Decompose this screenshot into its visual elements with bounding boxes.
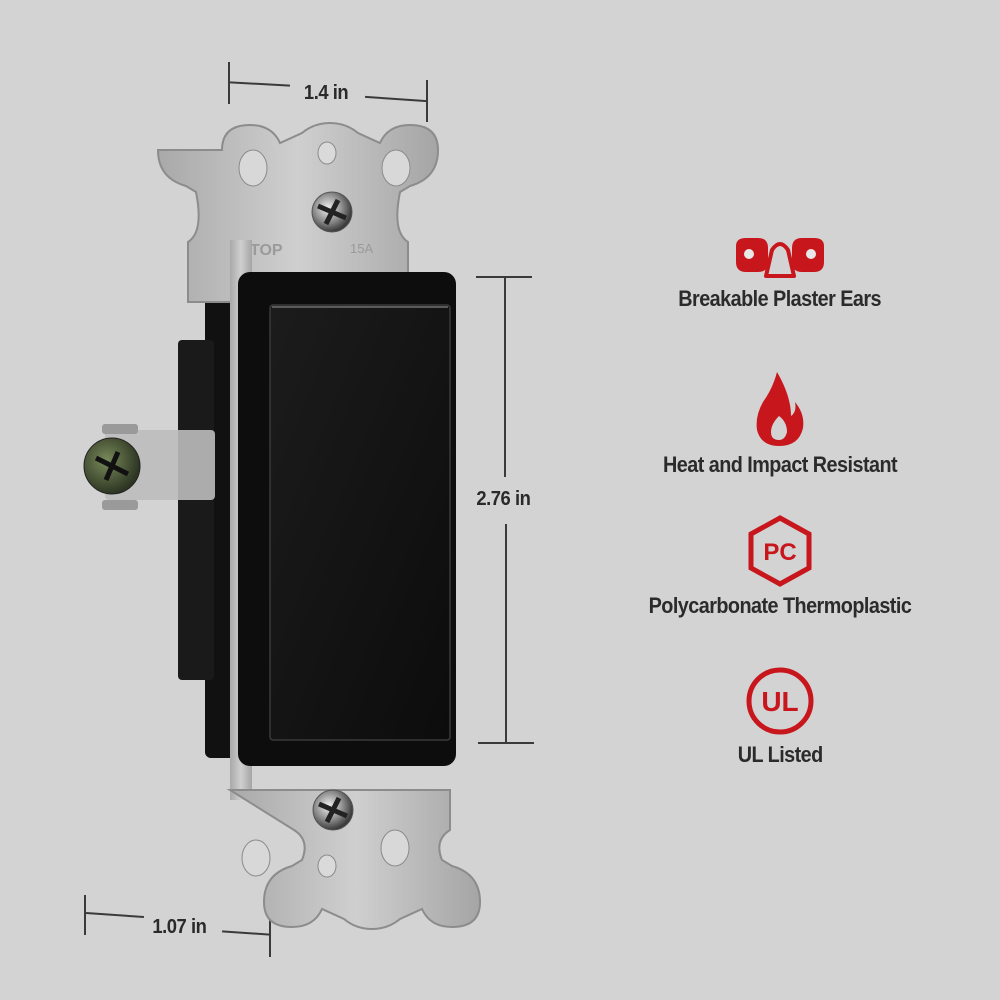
svg-text:UL: UL [761, 686, 798, 717]
svg-text:15A: 15A [350, 241, 373, 256]
height-label: 2.76 in [472, 488, 535, 511]
feature-label: Polycarbonate Thermoplastic [648, 593, 912, 618]
svg-text:TOP: TOP [250, 242, 283, 259]
bottom-mounting-strap [226, 789, 482, 931]
terminal-screw [83, 424, 215, 510]
dim-tick-right [426, 80, 428, 122]
feature-label: Heat and Impact Resistant [662, 452, 898, 477]
dim-line [504, 277, 506, 477]
feature-label: UL Listed [737, 742, 824, 767]
feature-label: Breakable Plaster Ears [678, 286, 882, 311]
ul-circle-icon: UL [746, 667, 814, 735]
width-label: 1.4 in [300, 82, 352, 105]
dim-tick-left [84, 895, 86, 935]
switch-illustration: TOP 15A [83, 121, 482, 931]
feature-heat-resistant: Heat and Impact Resistant [620, 370, 940, 478]
dim-line [505, 524, 507, 743]
dim-tick-bottom [478, 742, 534, 744]
flame-icon [756, 372, 804, 446]
feature-polycarbonate: PC Polycarbonate Thermoplastic [620, 515, 940, 619]
feature-plaster-ears: Breakable Plaster Ears [620, 236, 940, 312]
top-mounting-strap: TOP 15A [156, 121, 440, 303]
rocker-switch [238, 272, 456, 766]
plaster-ears-icon [736, 238, 824, 278]
svg-text:PC: PC [763, 539, 796, 566]
pc-hexagon-icon: PC [748, 515, 812, 587]
feature-ul-listed: UL UL Listed [620, 666, 940, 768]
dim-tick-right [269, 913, 271, 957]
dim-tick-left [228, 62, 230, 104]
depth-label: 1.07 in [148, 916, 211, 939]
